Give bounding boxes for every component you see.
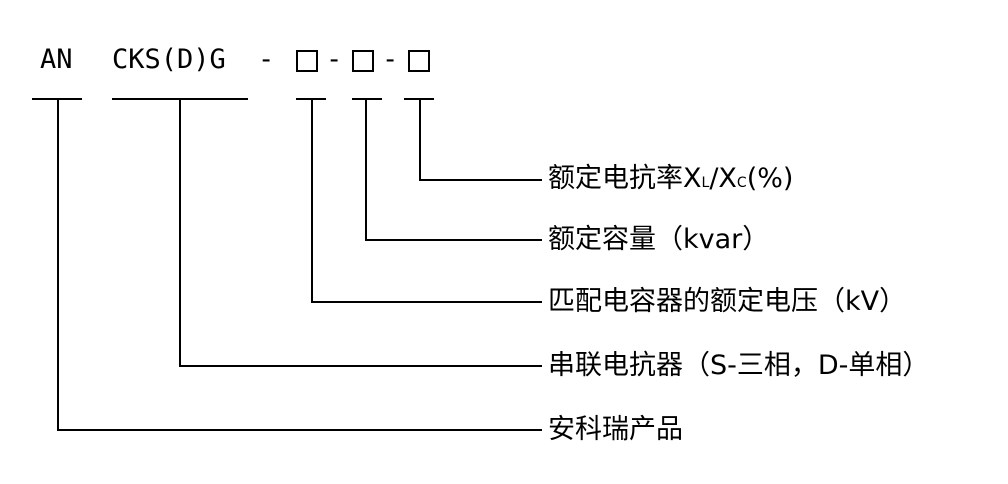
leader-rate — [419, 99, 542, 181]
label-rated-reactance-rate: 额定电抗率XL/XC(%) — [548, 163, 793, 199]
label-series-reactor: 串联电抗器（S-三相，D-单相） — [548, 350, 930, 381]
label-rate-tail: (%) — [746, 163, 794, 194]
label-rate-main: 额定电抗率X — [548, 163, 702, 194]
rate-placeholder-box — [408, 50, 430, 72]
leader-product — [57, 99, 542, 431]
prefix-code: AN — [40, 44, 73, 75]
leader-capacity — [365, 99, 542, 241]
model-code: CKS(D)G — [112, 44, 226, 75]
leader-voltage — [311, 99, 542, 303]
leader-reactor — [179, 99, 542, 367]
dash-separator: - — [382, 44, 399, 75]
dash-separator: - — [326, 44, 343, 75]
label-product: 安科瑞产品 — [548, 414, 683, 445]
capacity-placeholder-box — [352, 50, 374, 72]
label-rated-voltage: 匹配电容器的额定电压（kV） — [548, 286, 907, 317]
dash-separator: - — [258, 44, 275, 75]
voltage-placeholder-box — [296, 50, 318, 72]
label-rate-mid: /X — [709, 163, 737, 194]
label-rate-sub-c: C — [736, 175, 747, 191]
label-rated-capacity: 额定容量（kvar） — [548, 224, 770, 255]
label-rate-sub-l: L — [701, 175, 710, 191]
